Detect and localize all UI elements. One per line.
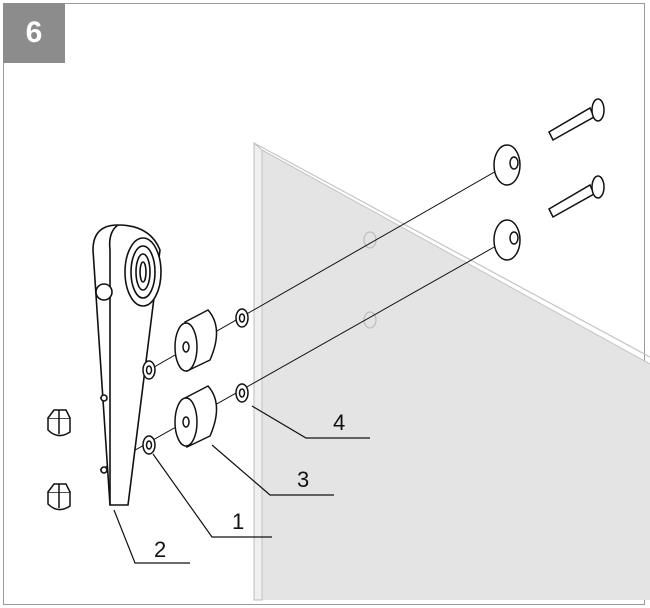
glass-panel — [253, 141, 650, 601]
callout-3: 3 — [297, 467, 309, 492]
outer-washer-top — [493, 144, 521, 186]
step-number-badge: 6 — [3, 3, 65, 63]
washer-top — [142, 360, 156, 380]
bolt-top — [548, 98, 605, 142]
outer-washer-bottom — [493, 219, 521, 261]
spacer-top — [174, 309, 218, 373]
glass-hole-bottom — [363, 311, 377, 329]
bushing-bottom — [235, 383, 249, 403]
acorn-nut-bottom — [47, 483, 71, 511]
spacer-bottom — [174, 385, 218, 449]
callout-leaders — [113, 405, 370, 564]
bolt-bottom — [548, 175, 605, 219]
hanger-strap — [92, 224, 162, 506]
callout-1: 1 — [232, 509, 244, 534]
bushing-top — [235, 308, 249, 328]
acorn-nut-top — [47, 409, 71, 437]
callout-2: 2 — [154, 537, 166, 562]
washer-bottom — [142, 435, 156, 455]
assembly-axis-lines — [99, 161, 513, 471]
callout-4: 4 — [333, 410, 345, 435]
